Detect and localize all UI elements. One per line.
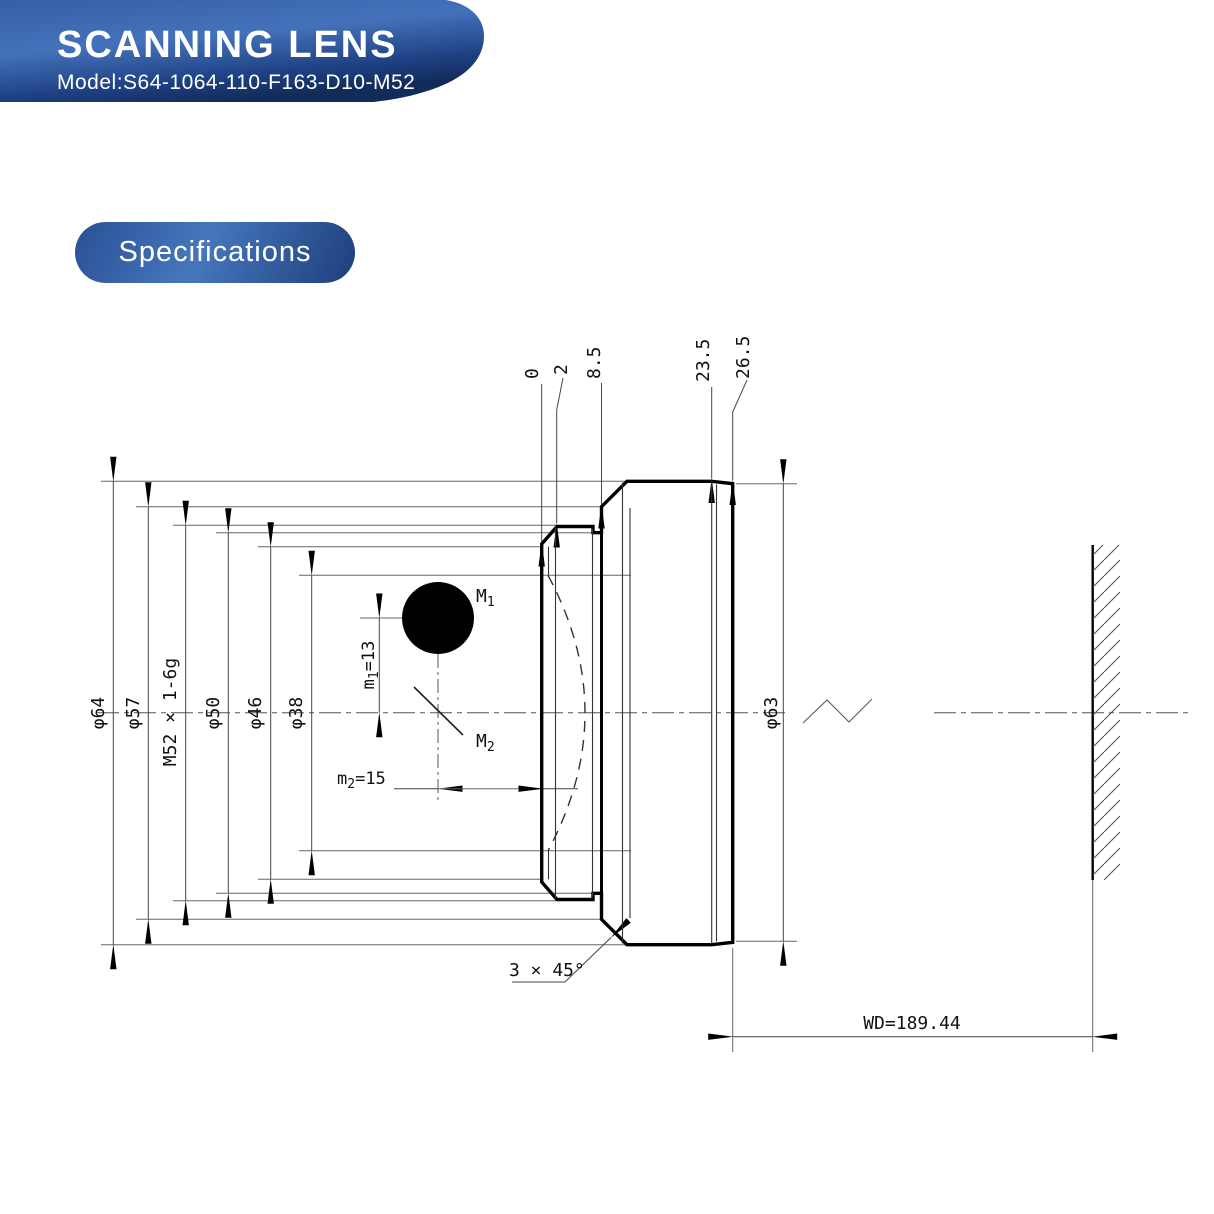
focal-plane-wall (1091, 545, 1120, 880)
header-banner: SCANNING LENS Model:S64-1064-110-F163-D1… (0, 0, 484, 102)
chamfer-leader-line (512, 918, 631, 983)
mirror-m2-symbol (413, 686, 464, 736)
lens-surface-arc (547, 574, 586, 852)
dim-label-phi64: φ64 (88, 697, 109, 730)
specifications-label: Specifications (118, 236, 312, 268)
diameter-dimension-lines (110, 456, 787, 970)
axial-position-labels: 0 2 8.5 23.5 26.5 (522, 336, 754, 382)
wall-hatching (1093, 545, 1120, 880)
optical-axis-centerline (97, 698, 1188, 724)
dim-label-23-5: 23.5 (693, 339, 714, 382)
dim-label-8-5: 8.5 (584, 346, 605, 379)
dim-label-thread-m52: M52 × 1-6g (160, 658, 181, 766)
mirror-m2-label: M2 (476, 731, 495, 755)
dim-label-phi50: φ50 (203, 697, 224, 730)
diameter-labels: φ64 φ57 M52 × 1-6g φ50 φ46 φ38 φ63 (88, 658, 782, 766)
extension-lines (101, 480, 1094, 1052)
chamfer-note: 3 × 45° (509, 960, 585, 981)
dim-label-2: 2 (551, 364, 572, 375)
mirror-m1-symbol (402, 582, 474, 654)
dim-label-phi63: φ63 (761, 697, 782, 730)
dim-label-phi46: φ46 (245, 697, 266, 730)
m1-dimension-label: m1=13 (359, 641, 382, 690)
specifications-heading: Specifications (75, 222, 355, 283)
dim-label-phi57: φ57 (123, 697, 144, 730)
dim-label-phi38: φ38 (286, 697, 307, 730)
model-number: Model:S64-1064-110-F163-D10-M52 (57, 71, 415, 94)
m2-dimension-label: m2=15 (337, 769, 386, 792)
working-distance-label: WD=189.44 (863, 1013, 961, 1034)
mirror-m1-label: M1 (476, 586, 495, 610)
axial-dimension-lines (538, 377, 748, 567)
page-title: SCANNING LENS (57, 24, 398, 66)
dim-label-0: 0 (522, 368, 543, 379)
dim-label-26-5: 26.5 (733, 336, 754, 379)
lens-body-outline (540, 479, 735, 947)
banner-shape (0, 0, 484, 102)
axis-break-symbol (802, 698, 873, 724)
